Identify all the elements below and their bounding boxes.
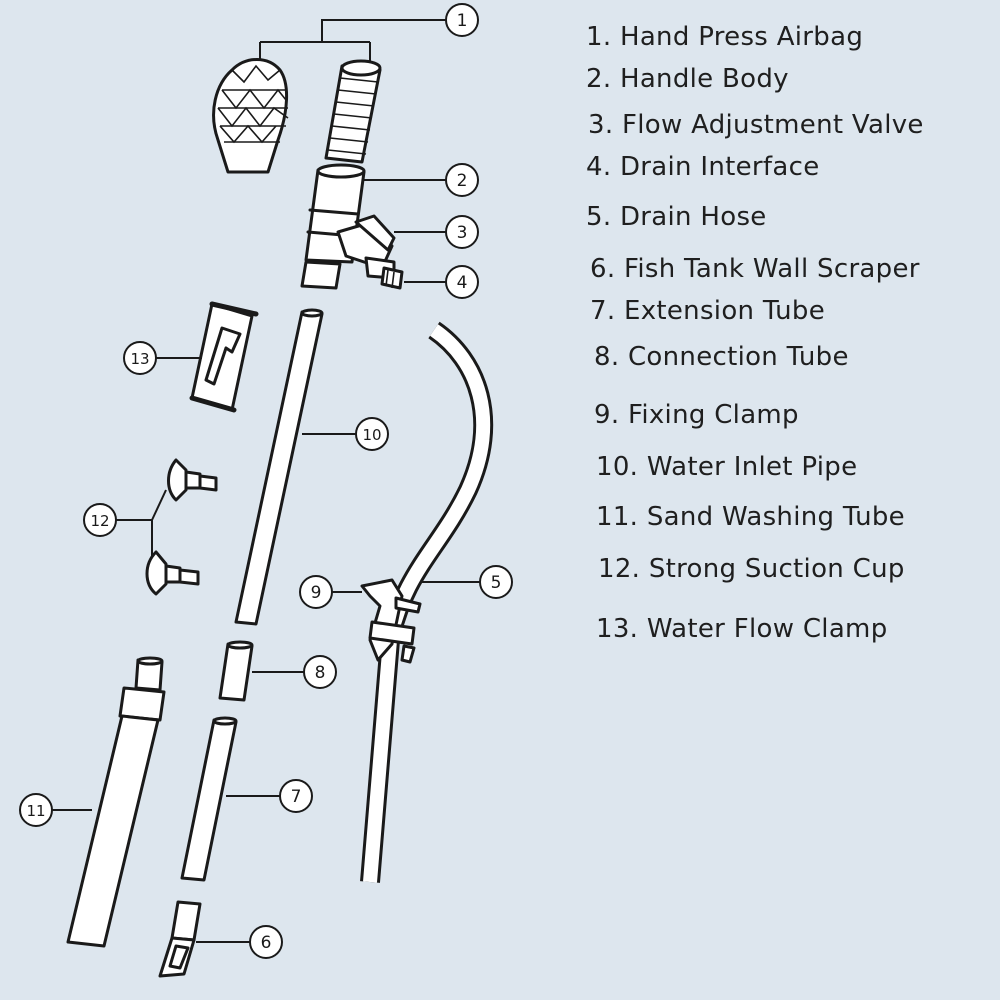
svg-text:9: 9 xyxy=(311,583,322,603)
water-inlet-pipe xyxy=(234,308,324,626)
legend-item-1: 1. Hand Press Airbag xyxy=(586,22,864,52)
hand-press-airbag xyxy=(212,58,289,174)
leader-1 xyxy=(259,19,446,62)
callout-10: 10 xyxy=(355,417,389,451)
callout-3: 3 xyxy=(445,215,479,249)
extension-tube xyxy=(180,716,238,882)
connection-tube xyxy=(218,640,254,702)
svg-text:1: 1 xyxy=(457,11,468,31)
fish-tank-wall-scraper xyxy=(158,900,202,978)
legend-item-9: 9. Fixing Clamp xyxy=(594,400,799,430)
svg-text:2: 2 xyxy=(457,171,468,191)
callout-7: 7 xyxy=(279,779,313,813)
callout-8: 8 xyxy=(303,655,337,689)
fixing-clamp xyxy=(360,578,422,664)
callout-9: 9 xyxy=(299,575,333,609)
svg-text:10: 10 xyxy=(362,426,381,444)
legend-item-5: 5. Drain Hose xyxy=(586,202,767,232)
flow-adjustment-valve xyxy=(336,214,404,290)
drain-hose xyxy=(360,321,494,883)
legend-item-12: 12. Strong Suction Cup xyxy=(598,554,905,584)
legend-item-13: 13. Water Flow Clamp xyxy=(596,614,888,644)
suction-cup-bottom xyxy=(145,550,200,596)
legend-item-8: 8. Connection Tube xyxy=(594,342,849,372)
callout-4: 4 xyxy=(445,265,479,299)
callout-11: 11 xyxy=(19,793,53,827)
callout-1: 1 xyxy=(445,3,479,37)
leader-12 xyxy=(116,489,167,556)
callout-2: 2 xyxy=(445,163,479,197)
legend-item-3: 3. Flow Adjustment Valve xyxy=(588,110,924,140)
airbag-hose xyxy=(324,59,382,164)
handle-body xyxy=(300,163,366,290)
svg-text:5: 5 xyxy=(491,573,502,593)
legend-item-6: 6. Fish Tank Wall Scraper xyxy=(590,254,920,284)
legend-item-2: 2. Handle Body xyxy=(586,64,789,94)
legend-item-11: 11. Sand Washing Tube xyxy=(596,502,905,532)
suction-cup-top xyxy=(167,458,218,502)
callout-12: 12 xyxy=(83,503,117,537)
svg-text:12: 12 xyxy=(90,512,109,530)
callout-5: 5 xyxy=(479,565,513,599)
svg-text:7: 7 xyxy=(291,787,302,807)
legend-item-7: 7. Extension Tube xyxy=(590,296,825,326)
legend-item-4: 4. Drain Interface xyxy=(586,152,820,182)
svg-text:8: 8 xyxy=(315,663,326,683)
svg-text:11: 11 xyxy=(26,802,45,820)
callout-13: 13 xyxy=(123,341,157,375)
water-flow-clamp xyxy=(189,301,259,413)
sand-washing-tube xyxy=(66,656,166,948)
svg-text:3: 3 xyxy=(457,223,468,243)
callout-6: 6 xyxy=(249,925,283,959)
legend-item-10: 10. Water Inlet Pipe xyxy=(596,452,858,482)
svg-text:13: 13 xyxy=(130,350,149,368)
svg-text:6: 6 xyxy=(261,933,272,953)
svg-text:4: 4 xyxy=(457,273,468,293)
